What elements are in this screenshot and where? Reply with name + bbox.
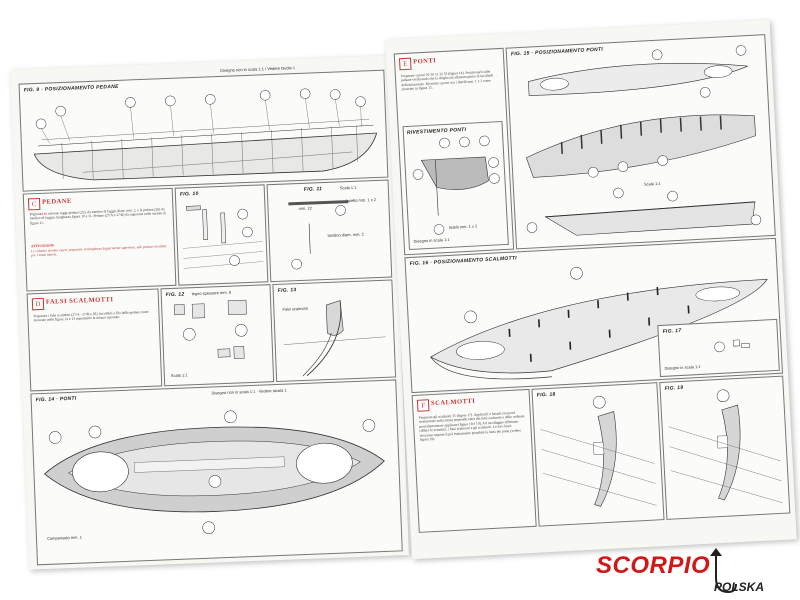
rivestimento-drawing — [412, 135, 500, 235]
fig18-drawing — [540, 396, 657, 507]
scorpio-hook-icon — [710, 548, 737, 594]
section-c-text: Preparare le colonne reggi-pedane (25), … — [29, 207, 167, 226]
right-page: E PONTI Preparare i ponti 29 30 31 32 33… — [385, 19, 797, 560]
section-e-text: Preparare i ponti 29 30 31 32 33 (figura… — [400, 69, 494, 92]
fig19-drawing — [668, 389, 783, 504]
logo-sub-text: POLSKA — [714, 580, 765, 594]
fig12-panel: FIG. 12 legno spessore mm. 6 Scala 1:1 — [160, 284, 275, 387]
fig13-panel: FIG. 13 Falsi scalmotti — [272, 279, 397, 383]
rivestimento-inset: RIVESTIMENTO PONTI listelli mm. 1 x 2 Di… — [402, 120, 509, 251]
fig15-panel: FIG. 15 · POSIZIONAMENTO PONTI Scala 1:1 — [505, 34, 776, 250]
fig16-drawing — [429, 267, 768, 380]
fig19-panel: FIG. 19 — [659, 375, 791, 520]
fig10-panel: FIG. 10 — [174, 184, 269, 286]
fig17-panel: FIG. 17 Disegno in scala 1:1 — [657, 318, 780, 378]
left-page: Disegno non in scala 1:1 / Vedere tavola… — [10, 55, 409, 570]
fig11-drawing — [288, 200, 349, 270]
section-e-letter: E — [398, 57, 412, 71]
scorpio-polska-logo: SCORPIO POLSKA — [596, 548, 796, 600]
section-d-panel: D FALSI SCALMOTTI Preparare i falsi scal… — [26, 288, 163, 392]
logo-main-text: SCORPIO — [596, 552, 711, 579]
section-f-panel: F SCALMOTTI Preparare gli scalmotti 35 (… — [411, 388, 537, 533]
fig12-drawing — [173, 299, 248, 359]
fig9-panel: FIG. 9 · POSIZIONAMENTO PEDANE — [18, 69, 389, 192]
fig14-panel: FIG. 14 · PONTI Disegno non in scala 1:1… — [30, 379, 403, 566]
fig10-drawing — [182, 205, 264, 269]
fig16-panel: FIG. 16 · POSIZIONAMENTO SCALMOTTI FIG. … — [404, 237, 784, 394]
section-f-letter: F — [416, 399, 430, 412]
header-note: Disegno non in scala 1:1 / Vedere tavola… — [220, 65, 296, 73]
section-e-title: PONTI — [413, 57, 437, 66]
fig11-panel: FIG. 11 Scala 1:1 listello mm. 1 x 2 mm.… — [266, 179, 393, 283]
section-f-title: SCALMOTTI — [430, 397, 476, 408]
fig14-deck-drawing — [43, 410, 385, 534]
fig17-drawing — [714, 339, 750, 353]
section-e-panel: E PONTI Preparare i ponti 29 30 31 32 33… — [393, 47, 515, 256]
section-d-title: FALSI SCALMOTTI — [45, 296, 114, 306]
section-c-title: PEDANE — [41, 197, 72, 206]
section-c-letter: C — [27, 197, 41, 211]
fig13-drawing — [283, 300, 386, 377]
fig9-hull-drawing — [33, 88, 378, 181]
section-d-letter: D — [31, 297, 45, 311]
fig18-panel: FIG. 18 — [531, 382, 665, 527]
section-f-text: Preparare gli scalmotti 35 (figura 17). … — [418, 410, 525, 442]
section-c-panel: C PEDANE Preparare le colonne reggi-peda… — [22, 187, 177, 292]
fig15-drawing — [525, 45, 762, 236]
section-d-text: Preparare i falsi scalmotti (27/A - 27/B… — [33, 309, 149, 323]
